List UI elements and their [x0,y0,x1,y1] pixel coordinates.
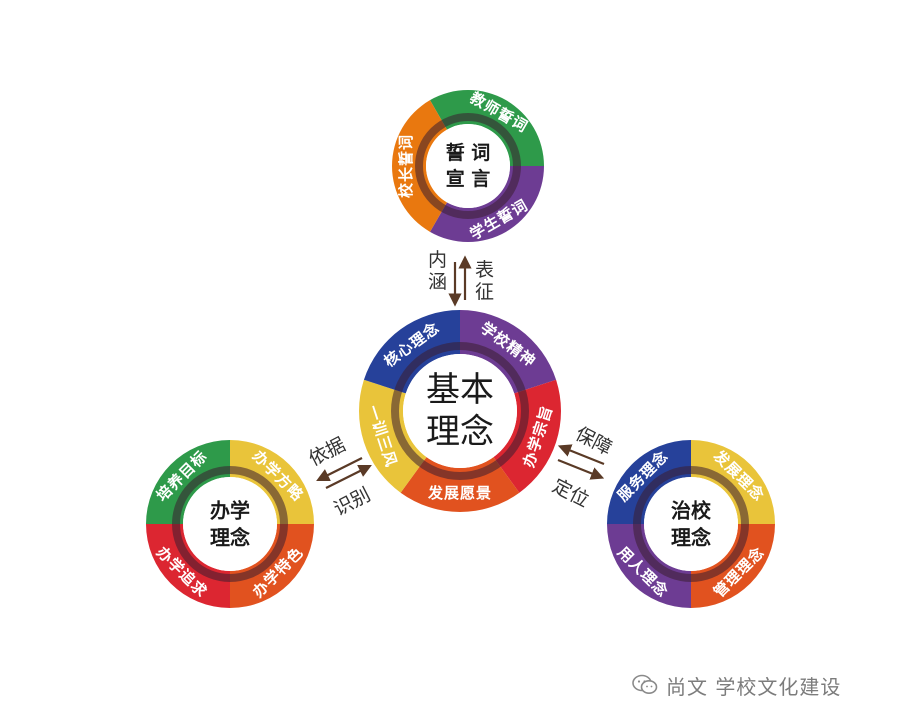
ring-center [426,124,510,208]
ring-segment [359,379,427,493]
ring-segment [607,524,691,608]
center-label: 宣 言 [446,167,491,190]
ring-segment [230,524,314,608]
ring-segment [460,310,557,394]
ring-segment [691,440,775,524]
ring-inner-band [391,342,529,480]
ring-center [403,354,517,468]
ring-running: 办学特色办学追求培养目标办学方略办学理念 [146,440,314,608]
segment-label: 校长誓词 [397,134,415,198]
ring-inner-band [415,113,521,219]
connector-top: 内 涵 表 征 [428,249,500,307]
center-label: 基本 [426,370,494,410]
arrow-left-icon [557,444,605,466]
ring-center [644,477,738,571]
ring-inner-band [633,466,749,582]
center-label: 办学 [210,499,250,523]
ring-segment [363,310,460,394]
center-label: 誓 词 [446,141,491,164]
center-label: 理念 [671,526,711,550]
label-char: 征 [475,281,494,303]
ring-segment [691,524,775,608]
ring-oath: 教师誓词学生誓词校长誓词誓 词宣 言 [392,88,544,243]
center-label: 理念 [426,412,494,452]
connector-top-left-label: 内 涵 [428,249,453,293]
wechat-icon [632,674,658,694]
ring-segment [607,440,691,524]
ring-governance: 管理理念用人理念服务理念发展理念治校理念 [607,440,775,608]
connector-right: 保障 定位 [549,423,616,512]
watermark: 尚文 学校文化建设 [632,668,912,702]
segment-label: 发展愿景 [427,484,492,502]
connector-left: 依据 识别 [305,434,374,521]
ring-segment [146,440,230,524]
watermark-text: 尚文 学校文化建设 [666,674,842,699]
arrow-right-icon [325,465,372,489]
connector-left-lower-label: 识别 [330,484,374,521]
center-label: 理念 [210,526,250,550]
connector-right-lower-label: 定位 [549,475,593,512]
label-char: 涵 [428,271,447,293]
ring-segment [493,379,561,493]
ring-segment [230,440,314,524]
arrow-right-icon [557,458,605,480]
label-char: 内 [428,249,447,271]
ring-inner-band [172,466,288,582]
ring-center [183,477,277,571]
ring-segment [146,524,230,608]
connector-left-upper-label: 依据 [305,434,349,471]
connector-top-right-label: 表 征 [475,259,500,303]
center-label: 治校 [671,499,712,523]
label-char: 表 [475,259,494,281]
arrow-left-icon [316,457,363,481]
